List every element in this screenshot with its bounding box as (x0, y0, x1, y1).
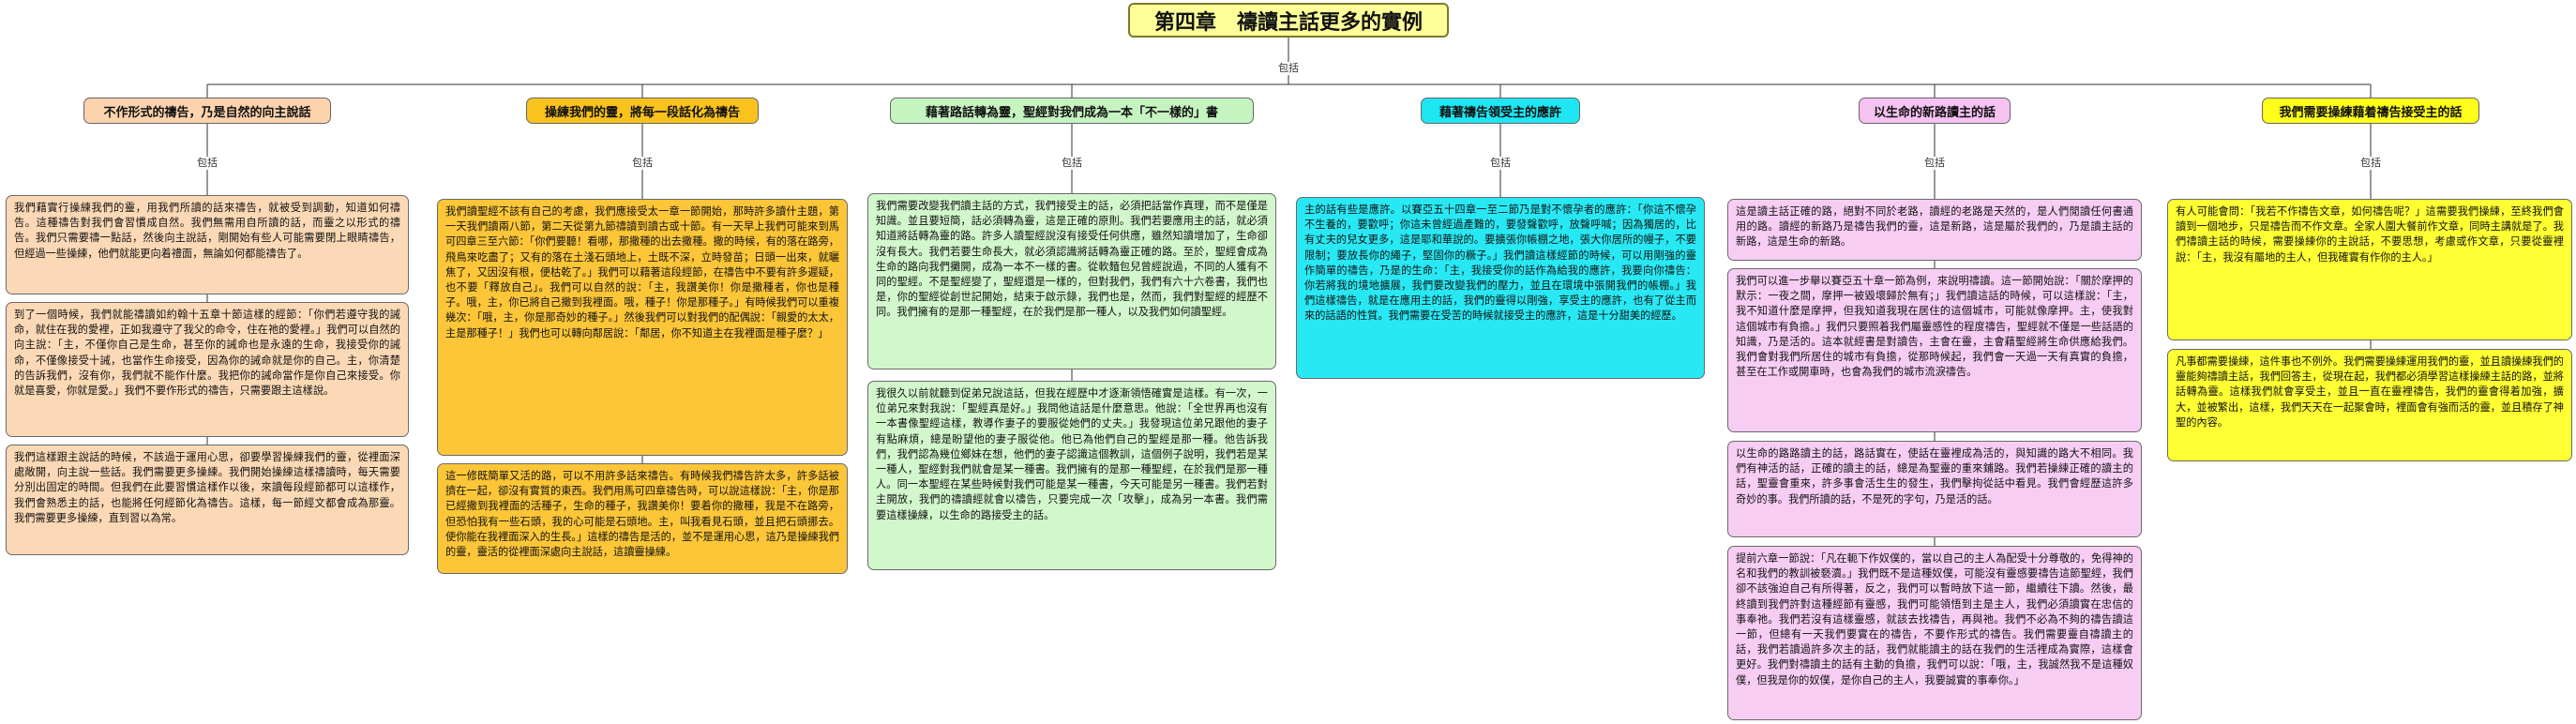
topic-exercise-receive[interactable]: 我們需要操練藉着禱告接受主的話 (2262, 98, 2479, 124)
topic-exercise-spirit[interactable]: 操練我們的靈，將每一段話化為禱告 (526, 98, 759, 124)
note-3-1-text: 我們需要改變我們讀主話的方式，我們接受主的話，必須把話當作真理，而不是僅是知識。… (876, 200, 1268, 319)
note-4-1[interactable]: 主的話有些是應許。以賽亞五十四章一至二節乃是對不懷孕者的應許：「你這不懷孕不生養… (1296, 197, 1705, 379)
topic-natural-speaking[interactable]: 不作形式的禱告，乃是自然的向主說話 (83, 98, 331, 124)
note-2-1[interactable]: 我們讀聖經不該有自己的考慮，我們應接受太一章一節開始，那時許多讀什主題，第一天我… (437, 199, 848, 456)
topic-different-book[interactable]: 藉著路話轉為靈，聖經對我們成為一本「不一樣的」書 (890, 98, 1254, 124)
note-5-1-text: 這是讀主話正確的路，絕對不同於老路，讀經的老路是天然的，是人們閒讀任何書通用的路… (1736, 205, 2133, 249)
note-6-1-text: 有人可能會問：「我若不作禱告文章，如何禱告呢？」這需要我們操練，至終我們會讀到一… (2176, 205, 2564, 264)
note-5-1[interactable]: 這是讀主話正確的路，絕對不同於老路，讀經的老路是天然的，是人們閒讀任何書通用的路… (1727, 199, 2142, 261)
note-2-1-text: 我們讀聖經不該有自己的考慮，我們應接受太一章一節開始，那時許多讀什主題，第一天我… (445, 205, 839, 339)
note-5-4[interactable]: 提前六章一節說：「凡在軛下作奴僕的，當以自己的主人為配受十分尊敬的，免得神的名和… (1727, 546, 2142, 720)
link-label-4: 包括 (1489, 157, 1512, 169)
note-6-1[interactable]: 有人可能會問：「我若不作禱告文章，如何禱告呢？」這需要我們操練，至終我們會讀到一… (2167, 199, 2572, 340)
link-label-3: 包括 (1061, 157, 1083, 169)
note-3-2[interactable]: 我很久以前就聽到促弟兄說這話，但我在經歷中才逐漸領悟確實是這樣。有一次，一位弟兄… (867, 381, 1276, 570)
link-label-root: 包括 (1277, 62, 1300, 74)
note-3-2-text: 我很久以前就聽到促弟兄說這話，但我在經歷中才逐漸領悟確實是這樣。有一次，一位弟兄… (876, 387, 1268, 521)
note-1-2[interactable]: 到了一個時候，我們就能禱讀如約翰十五章十節這樣的經節：「你們若遵守我的誡命，就住… (6, 302, 409, 437)
topic-new-way[interactable]: 以生命的新路讀主的話 (1859, 98, 2011, 124)
link-label-2: 包括 (631, 157, 654, 169)
note-3-1[interactable]: 我們需要改變我們讀主話的方式，我們接受主的話，必須把話當作真理，而不是僅是知識。… (867, 193, 1276, 370)
note-1-1-text: 我們藉實行操練我們的靈，用我們所讀的話來禱告，就被受到調動，知道如何禱告。這種禱… (14, 202, 400, 260)
note-5-2[interactable]: 我們可以進一步舉以賽亞五十章一節為例，來說明禱讀。這一節開始說：「關於摩押的默示… (1727, 268, 2142, 432)
note-1-2-text: 到了一個時候，我們就能禱讀如約翰十五章十節這樣的經節：「你們若遵守我的誡命，就住… (14, 309, 400, 398)
note-4-1-text: 主的話有些是應許。以賽亞五十四章一至二節乃是對不懷孕者的應許：「你這不懷孕不生養… (1304, 204, 1696, 323)
note-2-2[interactable]: 這一修既簡單又活的路，可以不用許多話來禱告。有時候我們禱告許太多，許多話被擠在一… (437, 463, 848, 574)
topic-receive-promises[interactable]: 藉著禱告領受主的應許 (1421, 98, 1580, 124)
note-1-3[interactable]: 我們這樣跟主說話的時候，不該過于運用心思，卻要學習操練我們的靈，從裡面深處敞開，… (6, 445, 409, 555)
link-label-1: 包括 (196, 157, 218, 169)
note-6-2-text: 凡事都需要操練，這件事也不例外。我們需要操練運用我們的靈，並且讀操練我們的靈能夠… (2176, 355, 2564, 429)
note-5-2-text: 我們可以進一步舉以賽亞五十章一節為例，來說明禱讀。這一節開始說：「關於摩押的默示… (1736, 275, 2133, 379)
note-6-2[interactable]: 凡事都需要操練，這件事也不例外。我們需要操練運用我們的靈，並且讀操練我們的靈能夠… (2167, 349, 2572, 461)
note-5-3-text: 以生命的路路讀主的話，路話實在，使話在靈裡成為活的，與知識的路大不相同。我們有神… (1736, 447, 2133, 505)
root-title[interactable]: 第四章 禱讀主話更多的實例 (1128, 3, 1449, 38)
note-5-3[interactable]: 以生命的路路讀主的話，路話實在，使話在靈裡成為活的，與知識的路大不相同。我們有神… (1727, 441, 2142, 537)
note-1-1[interactable]: 我們藉實行操練我們的靈，用我們所讀的話來禱告，就被受到調動，知道如何禱告。這種禱… (6, 195, 409, 294)
note-5-4-text: 提前六章一節說：「凡在軛下作奴僕的，當以自己的主人為配受十分尊敬的，免得神的名和… (1736, 552, 2133, 686)
note-1-3-text: 我們這樣跟主說話的時候，不該過于運用心思，卻要學習操練我們的靈，從裡面深處敞開，… (14, 451, 400, 524)
note-2-2-text: 這一修既簡單又活的路，可以不用許多話來禱告。有時候我們禱告許太多，許多話被擠在一… (445, 470, 839, 559)
link-label-6: 包括 (2359, 157, 2382, 169)
link-label-5: 包括 (1923, 157, 1946, 169)
